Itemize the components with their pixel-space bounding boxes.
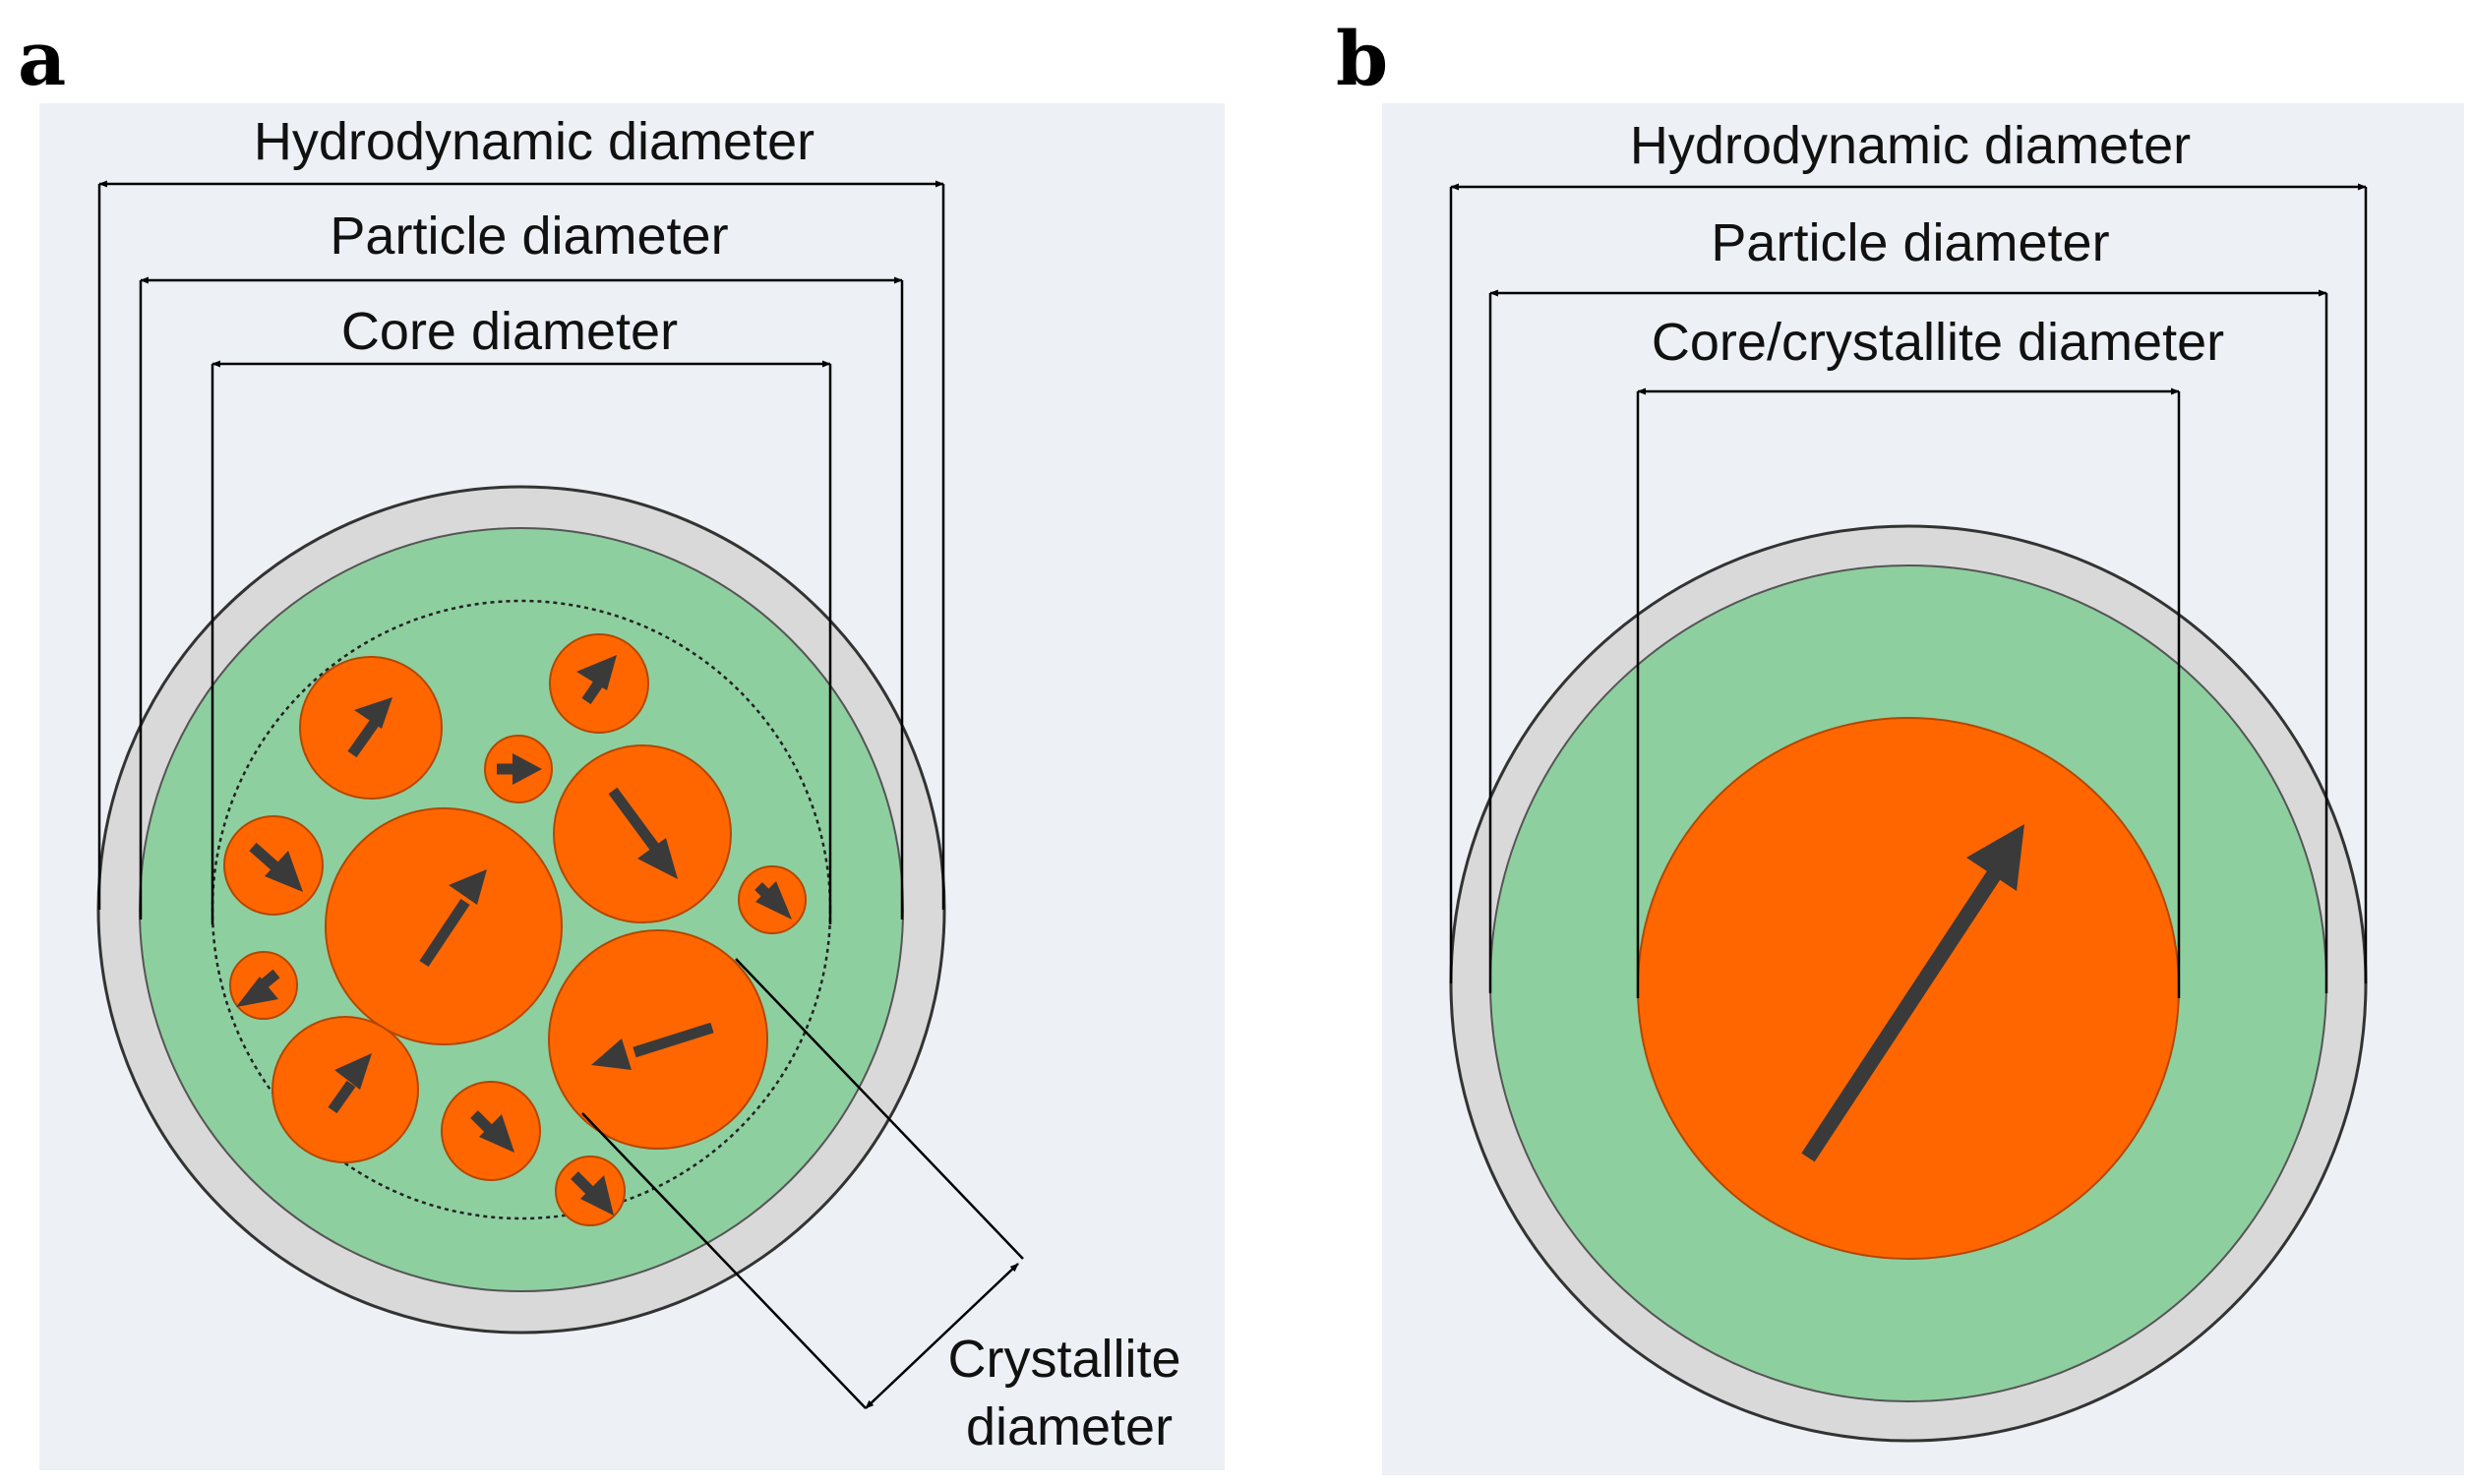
arrow-icon [497, 753, 542, 785]
arrow-icon [236, 969, 280, 1007]
panel-b-dimension-lines [1449, 183, 2368, 998]
arrow-icon [571, 1171, 614, 1216]
panel-b-core [1637, 717, 2180, 1260]
arrow-icon [576, 655, 617, 705]
particle-diameter-label: Particle diameter [330, 207, 728, 266]
arrow-icon [347, 697, 392, 758]
arrow-icon [470, 1110, 514, 1153]
hydrodynamic-diameter-label: Hydrodynamic diameter [1630, 116, 2191, 175]
arrow-icon [754, 881, 792, 920]
panel-b: Hydrodynamic diameter Particle diameter … [1382, 103, 2464, 1475]
crystallite-diameter-arrow [865, 1263, 1019, 1409]
arrow-icon [249, 842, 303, 892]
arrow-icon [591, 1022, 714, 1070]
panel-b-letter: b [1336, 15, 1389, 102]
core-diameter-label: Core diameter [341, 302, 678, 361]
particle-diameter-label: Particle diameter [1711, 213, 2109, 272]
extension-line [735, 958, 1024, 1260]
extension-line [581, 1112, 867, 1409]
panel-a-dimension-lines [97, 180, 1024, 1409]
crystallite-diameter-label-line2: diameter [966, 1397, 1173, 1456]
arrow-icon [608, 787, 678, 879]
arrow-icon [419, 869, 487, 968]
panel-a: Hydrodynamic diameter Particle diameter … [39, 103, 1225, 1470]
arrow-icon [328, 1053, 372, 1114]
arrow-icon [1801, 824, 2024, 1162]
panel-a-moment-arrows [236, 655, 792, 1216]
hydrodynamic-diameter-label: Hydrodynamic diameter [254, 112, 814, 171]
core-crystallite-diameter-label: Core/crystallite diameter [1652, 313, 2224, 372]
crystallite-diameter-label-line1: Crystallite [947, 1330, 1180, 1389]
panel-a-letter: a [18, 15, 67, 102]
